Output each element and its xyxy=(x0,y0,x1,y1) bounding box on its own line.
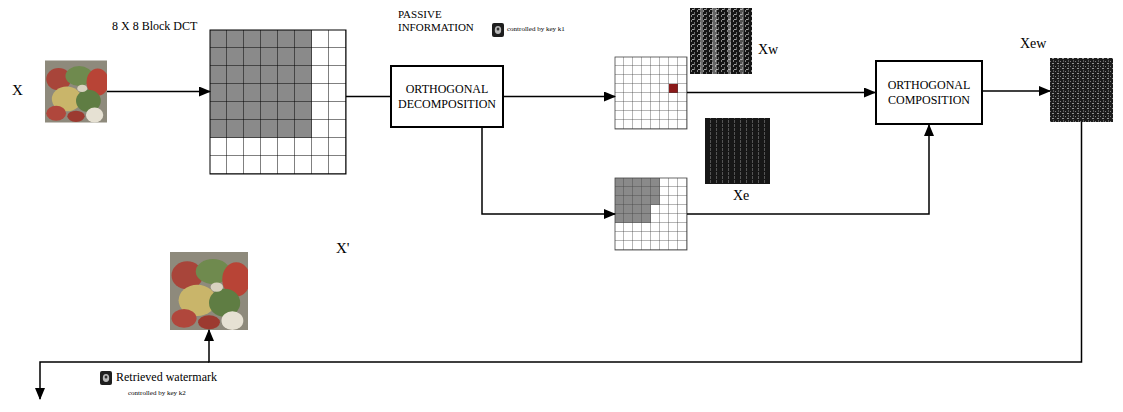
key-icon xyxy=(100,371,112,385)
grid-node: 8 X 8 Block DCT xyxy=(210,30,346,174)
node-label: Xe xyxy=(733,188,749,204)
xw-texture xyxy=(712,8,717,74)
xw-texture xyxy=(690,8,752,74)
flow-arrow xyxy=(687,92,875,94)
flow-arrow xyxy=(107,91,210,93)
grid-node: Xe xyxy=(615,178,687,250)
grid-node: Xw xyxy=(615,57,687,129)
image-node: X xyxy=(45,60,107,123)
xe-grid xyxy=(615,178,687,250)
node-label: X' xyxy=(336,240,350,257)
process-box: ORTHOGONAL COMPOSITION xyxy=(875,60,983,125)
node-label: 8 X 8 Block DCT xyxy=(112,20,197,34)
flow-arrow xyxy=(687,125,929,214)
xw-grid xyxy=(615,57,687,129)
node-label: X xyxy=(12,82,23,99)
node-label: Xew xyxy=(1020,36,1046,52)
image-node: X' xyxy=(170,252,248,330)
node-label: Xw xyxy=(758,42,778,58)
note-label: Retrieved watermark xyxy=(116,371,217,385)
key-note: controlled by key k2 xyxy=(128,389,186,397)
flow-arrow xyxy=(983,90,1050,92)
flow-arrow xyxy=(482,128,615,214)
xe-texture xyxy=(705,118,770,184)
xew-texture xyxy=(1050,58,1113,122)
key-icon xyxy=(492,23,504,37)
note-label: PASSIVE INFORMATION xyxy=(398,8,498,33)
dct-grid xyxy=(210,30,346,174)
xw-texture xyxy=(700,8,703,74)
output-image xyxy=(170,252,250,330)
flow-arrow xyxy=(346,96,390,98)
xw-texture xyxy=(728,8,731,74)
flow-arrow xyxy=(504,96,615,98)
input-image xyxy=(45,61,109,123)
process-box: ORTHOGONAL DECOMPOSITION xyxy=(390,65,504,128)
image-node: Xew xyxy=(1050,58,1113,122)
box-text: ORTHOGONAL COMPOSITION xyxy=(883,78,975,108)
box-text: ORTHOGONAL DECOMPOSITION xyxy=(398,82,496,112)
key-note: controlled by key k1 xyxy=(507,25,565,33)
xw-texture xyxy=(740,8,744,74)
flow-arrow xyxy=(209,122,1082,362)
